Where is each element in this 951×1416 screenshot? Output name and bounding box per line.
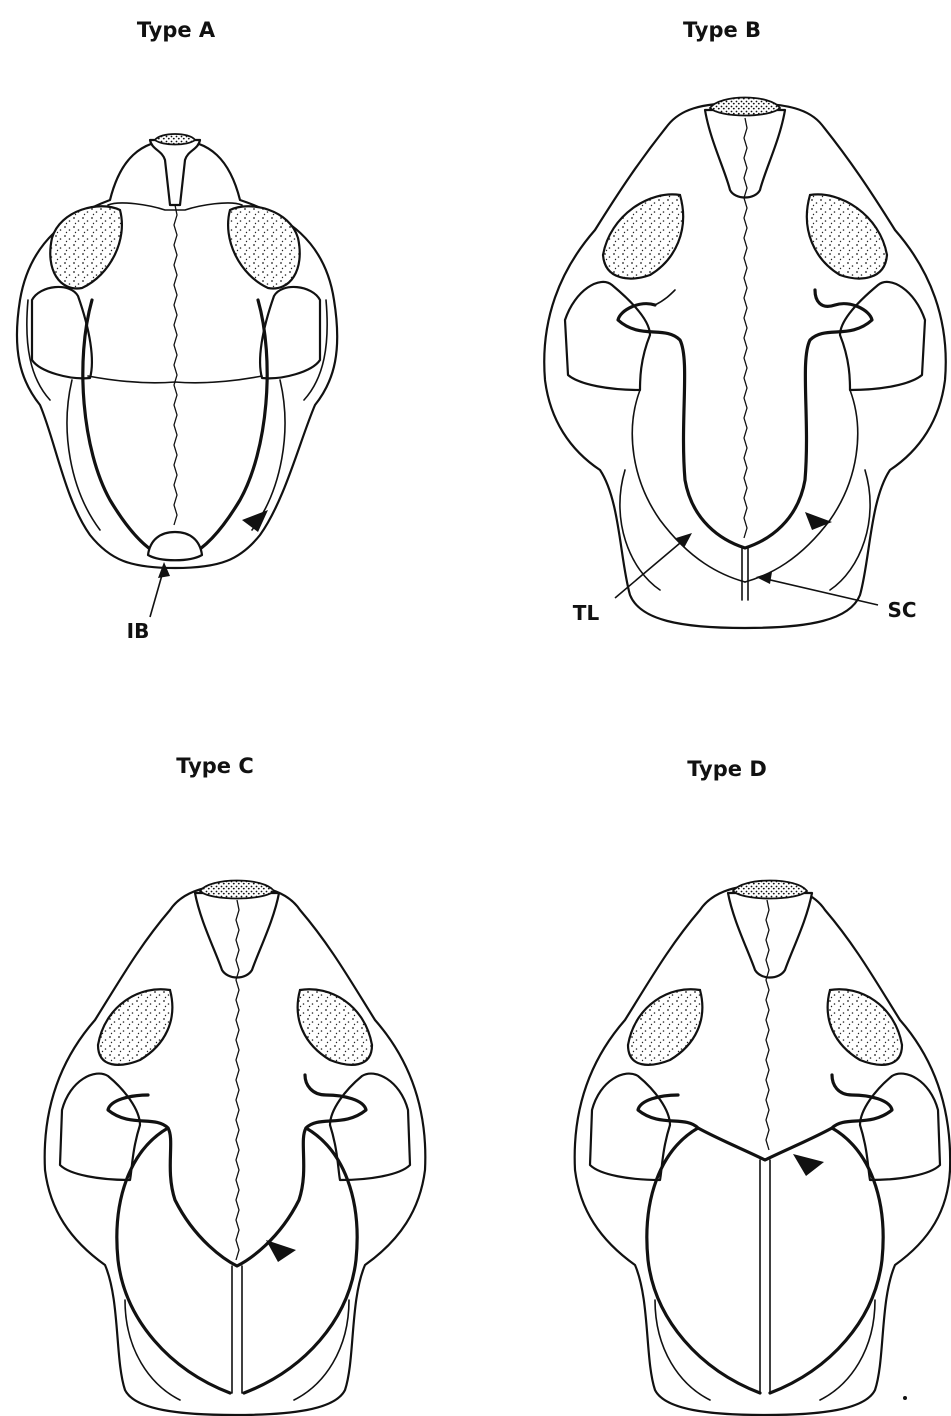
- annotation-sc: SC: [887, 598, 916, 622]
- panel-type-b: Type B TL SC: [544, 18, 946, 628]
- panel-title-d: Type D: [687, 757, 767, 781]
- panel-title-b: Type B: [683, 18, 761, 42]
- panel-type-c: Type C: [45, 754, 426, 1415]
- annotation-ib: IB: [127, 619, 150, 643]
- annotation-tl: TL: [573, 601, 600, 625]
- arrowhead-pointer-d: [793, 1154, 824, 1176]
- arrowhead-pointer-b: [805, 512, 832, 530]
- panel-type-a: Type A IB: [17, 18, 337, 643]
- panel-type-d: Type D: [575, 757, 950, 1415]
- panel-title-c: Type C: [176, 754, 254, 778]
- panel-title-a: Type A: [137, 18, 216, 42]
- arrowhead-pointer-c: [266, 1240, 296, 1262]
